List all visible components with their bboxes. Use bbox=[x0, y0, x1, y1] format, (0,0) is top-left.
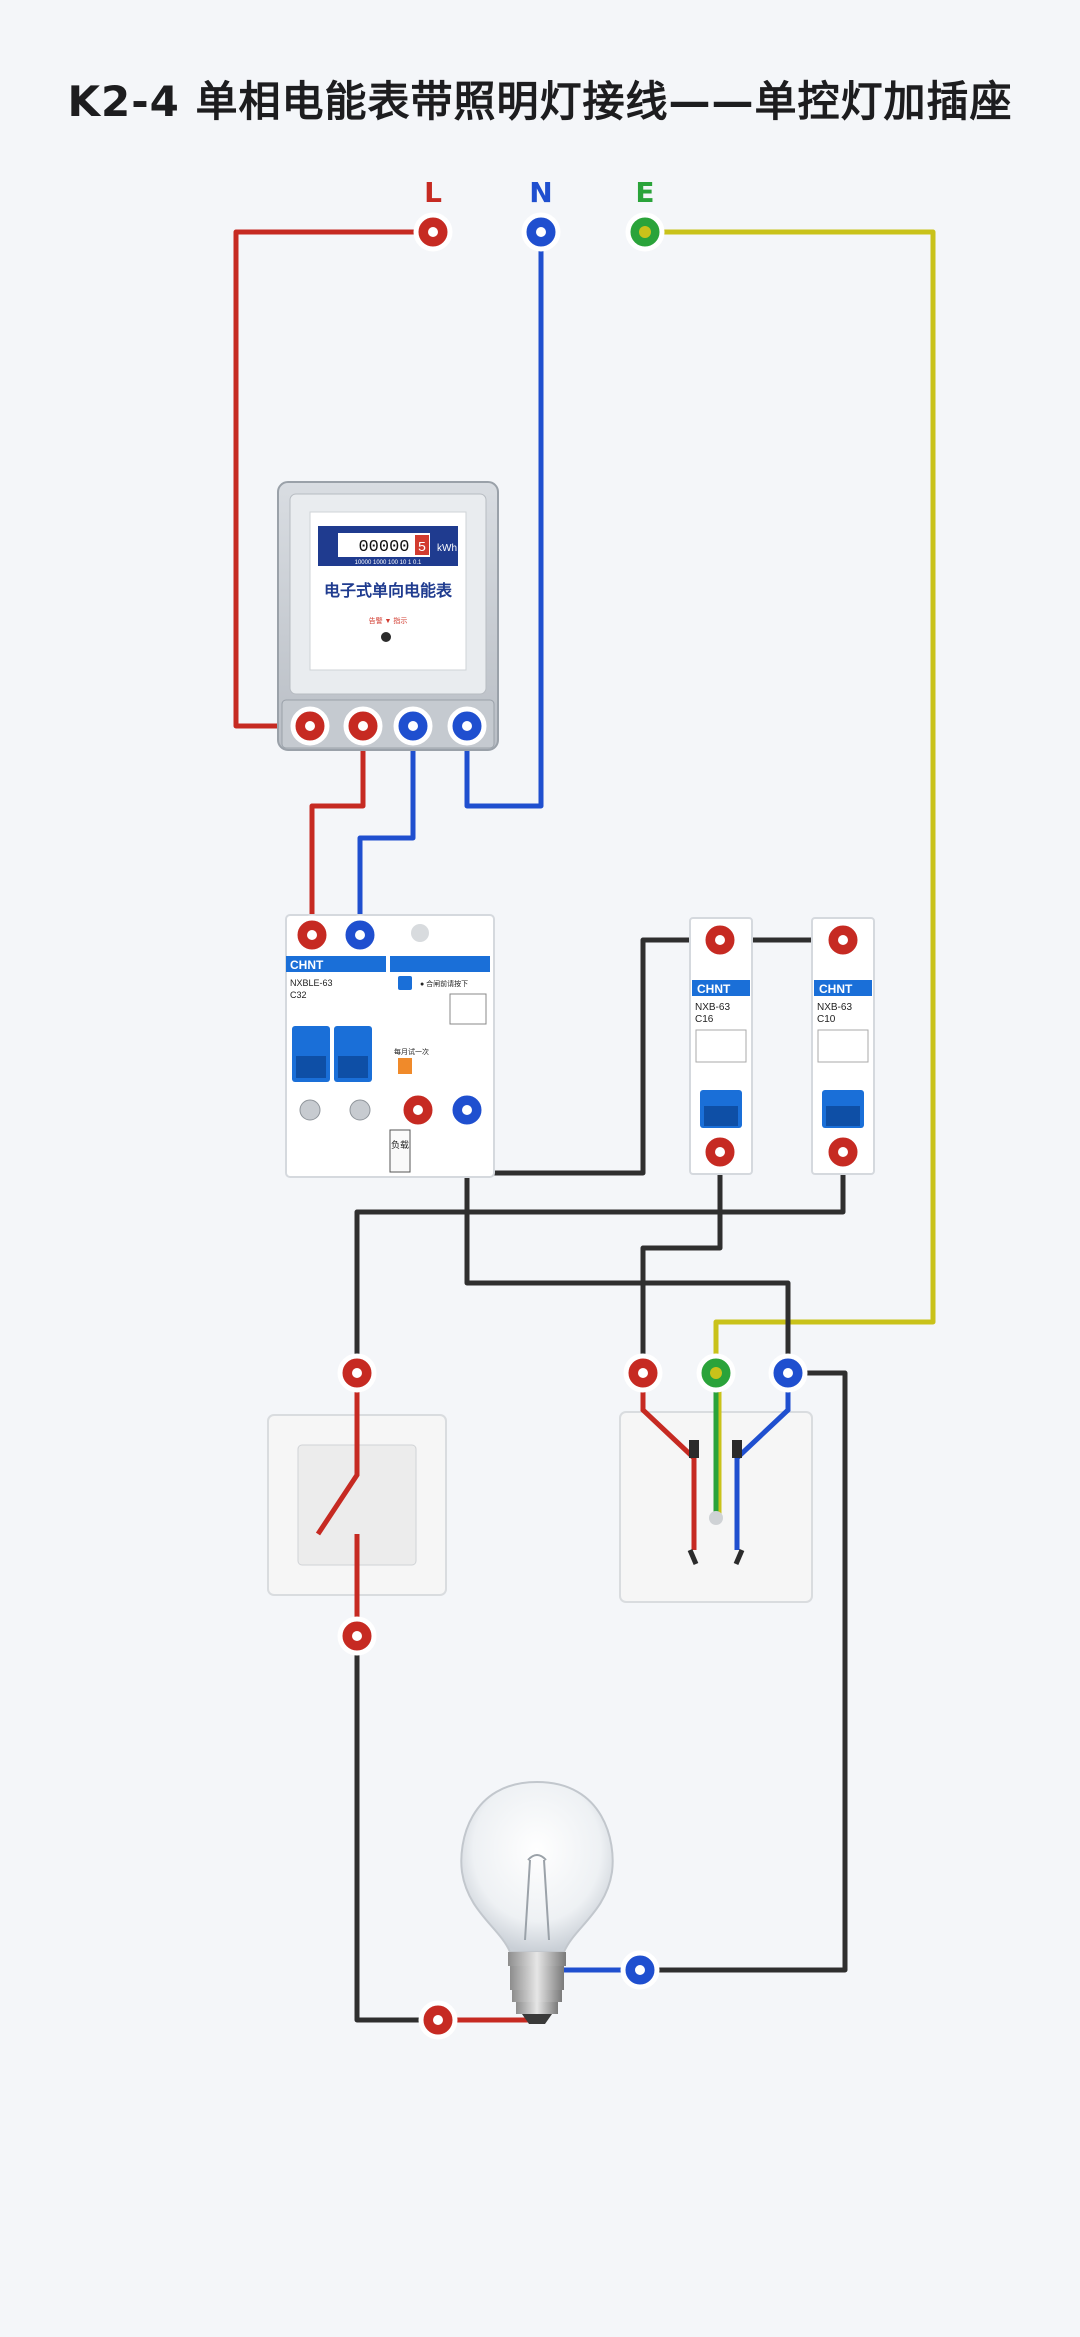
terminal-switch-out bbox=[337, 1616, 377, 1656]
terminal-rcbo-out-l bbox=[398, 1090, 438, 1130]
meter-scale: 10000 1000 100 10 1 0.1 bbox=[355, 560, 422, 566]
terminal-rcbo-out-n bbox=[447, 1090, 487, 1130]
terminal-c10-out bbox=[823, 1132, 863, 1172]
breaker-c10: CHNT NXB-63 C10 bbox=[811, 917, 875, 1175]
meter-indicator: 告警 ▼ 指示 bbox=[369, 616, 408, 625]
terminal-lamp-l bbox=[418, 2000, 458, 2040]
wire-neutral-meter-rcbo bbox=[357, 726, 416, 935]
terminal-meter-4 bbox=[447, 706, 487, 746]
breaker-c10-brand: CHNT bbox=[819, 982, 853, 996]
wire-c16-to-socket bbox=[640, 1152, 723, 1373]
rcbo-side-label: 负载 bbox=[391, 1139, 409, 1151]
wire-live-input bbox=[233, 229, 433, 729]
wall-socket bbox=[619, 1373, 813, 1603]
terminal-c16-in bbox=[700, 920, 740, 960]
terminal-meter-2 bbox=[343, 706, 383, 746]
terminal-rcbo-in-l bbox=[292, 915, 332, 955]
breaker-c16-brand: CHNT bbox=[697, 982, 731, 996]
breaker-c16-model: NXB-63 bbox=[695, 1002, 730, 1013]
terminal-meter-1 bbox=[290, 706, 330, 746]
rcbo-rating: C32 bbox=[290, 990, 307, 1000]
breaker-c10-model: NXB-63 bbox=[817, 1002, 852, 1013]
wire-live-meter-rcbo bbox=[309, 726, 366, 935]
rcbo-label-press: ● 合闸前请按下 bbox=[420, 979, 468, 988]
wire-c10-to-switch bbox=[354, 1152, 846, 1373]
page-title: K2-4 单相电能表带照明灯接线——单控灯加插座 bbox=[67, 77, 1013, 126]
wire-rcbo-neutral-to-loads bbox=[464, 1110, 791, 1373]
meter-unit: kWh bbox=[437, 543, 457, 554]
rcbo-label-test: 每月试一次 bbox=[394, 1047, 429, 1056]
terminal-c16-out bbox=[700, 1132, 740, 1172]
light-bulb bbox=[460, 1780, 614, 2024]
rcbo-model: NXBLE-63 bbox=[290, 978, 333, 988]
meter-title: 电子式单向电能表 bbox=[324, 581, 453, 600]
rcbo-brand: CHNT bbox=[290, 958, 324, 972]
energy-meter: 00000 5 kWh 10000 1000 100 10 1 0.1 电子式单… bbox=[277, 481, 499, 751]
terminal-n bbox=[521, 212, 561, 252]
terminal-label-n: N bbox=[529, 176, 552, 209]
meter-last-digit: 5 bbox=[418, 540, 426, 556]
terminal-e bbox=[625, 212, 665, 252]
terminal-socket-l bbox=[623, 1353, 663, 1393]
meter-digits: 00000 bbox=[358, 538, 409, 557]
breaker-c10-rating: C10 bbox=[817, 1014, 836, 1025]
terminal-l bbox=[413, 212, 453, 252]
terminal-c10-in bbox=[823, 920, 863, 960]
wire-switch-to-lamp bbox=[354, 1636, 438, 2023]
wire-earth bbox=[645, 229, 936, 1373]
terminal-socket-e bbox=[696, 1353, 736, 1393]
breaker-c16-rating: C16 bbox=[695, 1014, 714, 1025]
breaker-c16: CHNT NXB-63 C16 bbox=[689, 917, 753, 1175]
terminal-label-l: L bbox=[424, 176, 442, 209]
terminal-switch-in bbox=[337, 1353, 377, 1393]
terminal-socket-n bbox=[768, 1353, 808, 1393]
terminal-rcbo-in-n bbox=[340, 915, 380, 955]
terminal-lamp-n bbox=[620, 1950, 660, 1990]
rcbo-breaker: CHNT NXBLE-63 C32 ● 合闸前请按下 每月试一次 负载 bbox=[285, 914, 495, 1178]
terminal-meter-3 bbox=[393, 706, 433, 746]
wire-neutral-input bbox=[464, 232, 544, 809]
wire-neutral-to-lamp bbox=[640, 1370, 848, 1973]
terminal-label-e: E bbox=[635, 176, 654, 209]
wall-switch bbox=[267, 1373, 447, 1636]
